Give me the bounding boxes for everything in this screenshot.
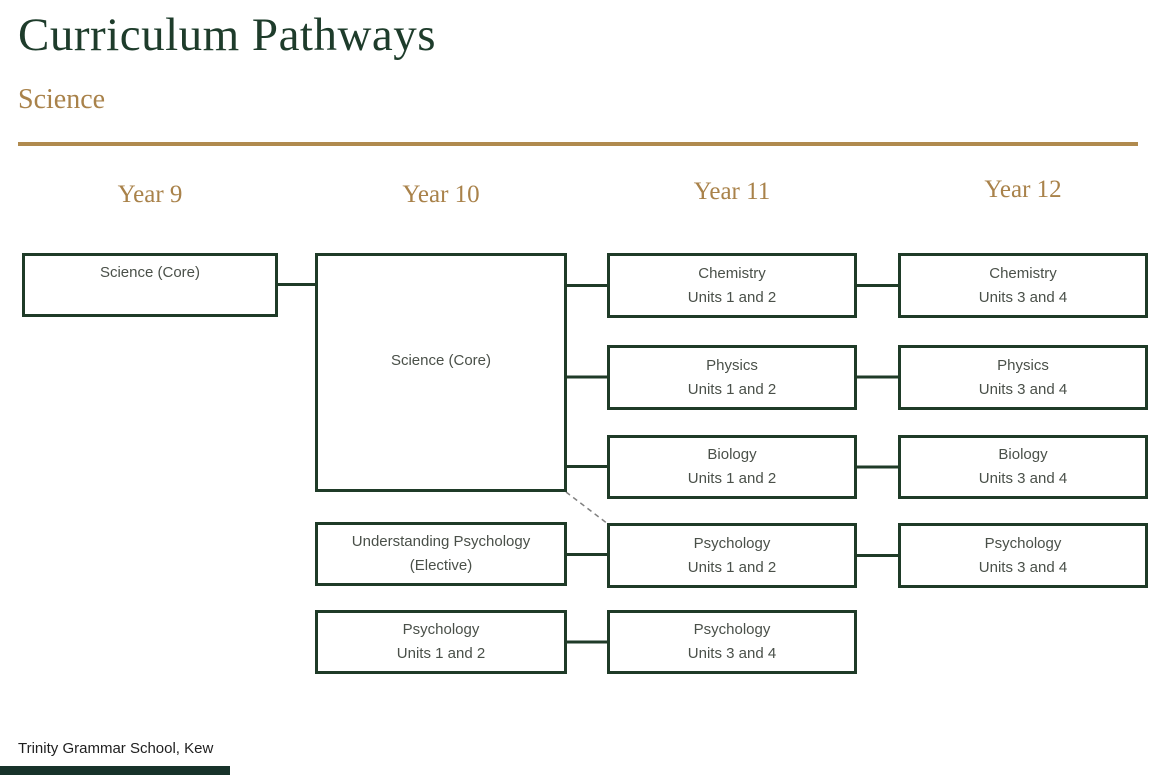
node-sublabel: (Elective) xyxy=(409,557,473,574)
node-label: Psychology xyxy=(693,534,771,552)
node-label: Science (Core) xyxy=(390,351,492,369)
node-year11-chemistry-units-1-2: Chemistry Units 1 and 2 xyxy=(607,253,857,318)
node-sublabel: Units 1 and 2 xyxy=(687,288,777,306)
node-year9-science-core: Science (Core) xyxy=(22,253,278,317)
node-label: Physics xyxy=(997,356,1049,374)
node-sublabel: Units 1 and 2 xyxy=(687,380,777,398)
column-header-year12: Year 12 xyxy=(984,176,1062,203)
node-year11-physics-units-1-2: Physics Units 1 and 2 xyxy=(607,345,857,410)
node-label: Biology xyxy=(707,446,757,463)
node-sublabel: Units 3 and 4 xyxy=(687,645,777,662)
node-year12-psychology-units-3-4: Psychology Units 3 and 4 xyxy=(898,523,1148,588)
node-year10-science-core: Science (Core) xyxy=(315,253,567,492)
node-year11-psychology-units-3-4: Psychology Units 3 and 4 xyxy=(607,610,857,674)
node-sublabel: Units 3 and 4 xyxy=(978,288,1068,306)
node-sublabel: Units 3 and 4 xyxy=(978,558,1068,576)
node-label: Psychology xyxy=(402,621,480,638)
node-year11-biology-units-1-2: Biology Units 1 and 2 xyxy=(607,435,857,499)
column-header-year11: Year 11 xyxy=(693,178,771,205)
node-sublabel: Units 1 and 2 xyxy=(687,558,777,576)
node-sublabel: Units 1 and 2 xyxy=(396,645,486,662)
node-label: Psychology xyxy=(693,621,771,638)
node-label: Understanding Psychology xyxy=(351,533,531,550)
node-label: Biology xyxy=(998,446,1048,463)
node-sublabel: Units 3 and 4 xyxy=(978,470,1068,487)
node-year12-biology-units-3-4: Biology Units 3 and 4 xyxy=(898,435,1148,499)
page-title: Curriculum Pathways xyxy=(18,9,437,61)
node-label: Chemistry xyxy=(698,264,766,282)
footer-school-name: Trinity Grammar School, Kew xyxy=(18,740,214,757)
node-year10-understanding-psychology-elective: Understanding Psychology (Elective) xyxy=(315,522,567,586)
node-sublabel: Units 1 and 2 xyxy=(687,470,777,487)
node-year11-psychology-units-1-2: Psychology Units 1 and 2 xyxy=(607,523,857,588)
node-year10-psychology-units-1-2: Psychology Units 1 and 2 xyxy=(315,610,567,674)
node-sublabel: Units 3 and 4 xyxy=(978,380,1068,398)
node-label: Chemistry xyxy=(989,264,1057,282)
column-header-year10: Year 10 xyxy=(402,181,480,208)
node-label: Physics xyxy=(706,356,758,374)
column-header-year9: Year 9 xyxy=(117,181,183,208)
node-label: Psychology xyxy=(984,534,1062,552)
node-label: Science (Core) xyxy=(99,264,201,281)
footer-bar xyxy=(0,766,230,775)
page-subtitle: Science xyxy=(18,84,106,115)
node-year12-physics-units-3-4: Physics Units 3 and 4 xyxy=(898,345,1148,410)
node-year12-chemistry-units-3-4: Chemistry Units 3 and 4 xyxy=(898,253,1148,318)
dashed-pathway-line xyxy=(565,491,609,525)
header-divider xyxy=(18,142,1138,146)
